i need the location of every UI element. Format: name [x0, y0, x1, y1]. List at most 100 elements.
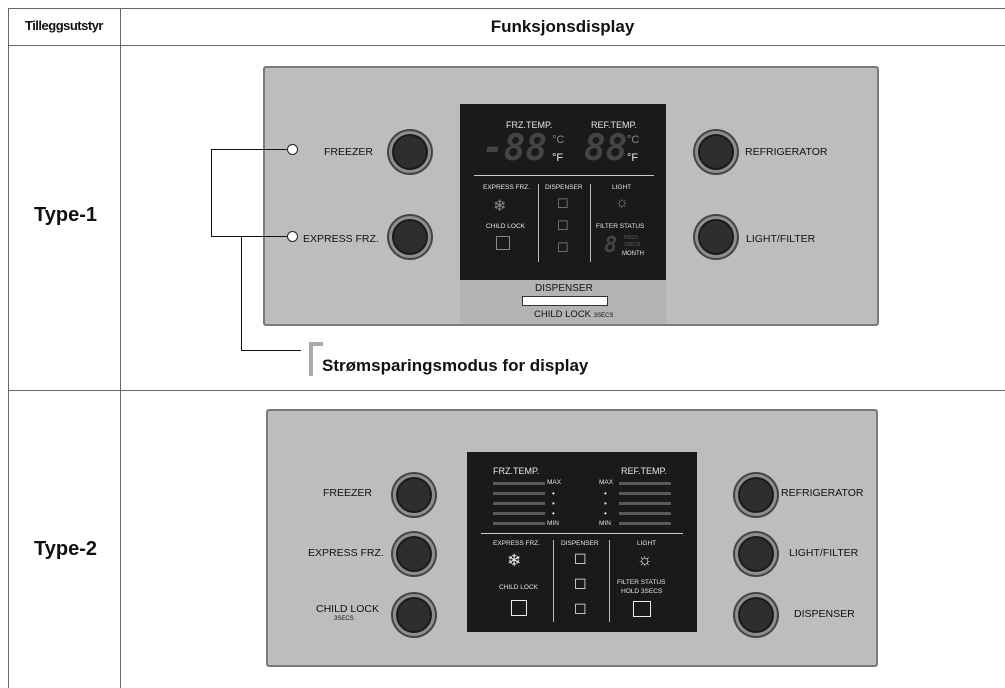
snowflake-icon: ❄	[507, 551, 522, 570]
ref-digits: 88	[584, 128, 628, 169]
frz-min-label: MIN	[547, 520, 559, 527]
express-frz-led	[287, 231, 298, 242]
light-text: LIGHT	[612, 184, 632, 191]
freezer-button-2[interactable]	[393, 474, 435, 516]
callout-line	[211, 149, 287, 150]
table-top-border	[8, 8, 1005, 9]
type2-display-screen: FRZ.TEMP. REF.TEMP. MAX MIN MAX MIN ••• …	[467, 452, 697, 632]
cup-icon: ☐	[557, 240, 569, 255]
express-frz-button[interactable]	[389, 216, 431, 258]
cup-icon: ☐	[574, 576, 587, 592]
hold-text-2: HOLD 3SECS	[621, 588, 663, 595]
child-lock-label-2: CHILD LOCK	[316, 603, 380, 615]
express-frz-button-2[interactable]	[393, 533, 435, 575]
cup-icon: ☐	[574, 601, 587, 617]
filter-digit: 8	[604, 233, 618, 258]
frz-level-bar	[493, 492, 545, 495]
snowflake-icon: ❄	[493, 198, 507, 215]
screen-vdivider	[590, 184, 591, 262]
frz-dots: •••	[552, 489, 555, 518]
child-lock-secs-2: 3SECS	[334, 616, 354, 622]
express-frz-text-2: EXPRESS FRZ.	[493, 540, 540, 547]
callout-bracket	[309, 342, 323, 376]
refrigerator-button[interactable]	[695, 131, 737, 173]
screen-vdivider-2	[553, 540, 554, 622]
light-text-2: LIGHT	[637, 540, 657, 547]
child-lock-text: CHILD LOCK	[486, 223, 526, 230]
ref-level-bar	[619, 522, 671, 525]
dispenser-text-2: DISPENSER	[561, 540, 599, 547]
hold-text: HOLD	[624, 235, 638, 241]
frz-level-bar	[493, 522, 545, 525]
frz-level-bar	[493, 482, 545, 485]
ref-level-bar	[619, 512, 671, 515]
lock-icon	[496, 236, 510, 250]
ref-temp-label: REF.TEMP.	[591, 120, 637, 130]
callout-line	[241, 350, 301, 351]
frz-temp-label: FRZ.TEMP.	[506, 120, 553, 130]
column-divider	[120, 8, 121, 688]
cup-icon: ☐	[574, 551, 587, 567]
filter-status-text: FILTER STATUS	[596, 223, 645, 230]
row-divider	[8, 390, 1005, 391]
header-divider	[8, 45, 1005, 46]
ref-unit-c: °C	[627, 134, 640, 146]
light-filter-label: LIGHT/FILTER	[746, 233, 816, 245]
ref-level-bar	[619, 502, 671, 505]
frz-max-label: MAX	[547, 479, 562, 486]
header-funksjonsdisplay: Funksjonsdisplay	[490, 17, 635, 36]
secs-text: 3SECS	[624, 242, 641, 248]
callout-text: Strømsparingsmodus for display	[322, 356, 589, 375]
dispenser-area-label: DISPENSER	[535, 283, 593, 294]
refrigerator-label-2: REFRIGERATOR	[781, 487, 864, 499]
table-left-border	[8, 8, 9, 688]
screen-vdivider	[538, 184, 539, 262]
cup-icon: ☐	[557, 196, 569, 211]
child-lock-area-secs: 3SECS	[593, 313, 614, 319]
express-frz-label: EXPRESS FRZ.	[303, 233, 379, 245]
month-text: MONTH	[622, 251, 644, 257]
ref-level-bar	[619, 492, 671, 495]
child-lock-area-label: CHILD LOCK 3SECS	[534, 309, 613, 320]
express-frz-label-2: EXPRESS FRZ.	[308, 547, 384, 559]
frz-digits: -88	[482, 128, 548, 169]
lock-icon	[511, 600, 527, 616]
dispenser-text: DISPENSER	[545, 184, 583, 191]
ref-min-label: MIN	[599, 520, 611, 527]
type1-display-screen: FRZ.TEMP. REF.TEMP. -88 88 °C °F °C °F E…	[460, 104, 666, 280]
freezer-label: FREEZER	[324, 146, 374, 158]
ref-max-label: MAX	[599, 479, 614, 486]
bulb-icon: ☼	[615, 194, 629, 211]
refrigerator-button-2[interactable]	[735, 474, 777, 516]
freezer-led	[287, 144, 298, 155]
refrigerator-label: REFRIGERATOR	[745, 146, 828, 158]
freezer-label-2: FREEZER	[323, 487, 373, 499]
callout-line	[211, 236, 287, 237]
light-filter-button-2[interactable]	[735, 533, 777, 575]
freezer-button[interactable]	[389, 131, 431, 173]
ref-dots: •••	[604, 489, 607, 518]
frz-level-bar	[493, 512, 545, 515]
frz-unit-c: °C	[552, 134, 565, 146]
header-tilleggsutstyr: Tilleggsutstyr	[24, 18, 104, 33]
child-lock-button-2[interactable]	[393, 594, 435, 636]
row-label-type2: Type-2	[34, 538, 97, 560]
frz-temp-label-2: FRZ.TEMP.	[493, 466, 540, 476]
dispenser-button[interactable]	[522, 296, 608, 306]
screen-divider-2	[481, 533, 683, 534]
filter-status-text-2: FILTER STATUS	[617, 579, 666, 586]
callout-line	[241, 236, 242, 351]
screen-divider	[474, 175, 654, 176]
ref-unit-f: °F	[627, 152, 639, 164]
row-label-type1: Type-1	[34, 204, 97, 226]
light-filter-label-2: LIGHT/FILTER	[789, 547, 859, 559]
callout-line	[211, 149, 212, 236]
child-lock-area-text: CHILD LOCK	[534, 309, 592, 320]
dispenser-button-2[interactable]	[735, 594, 777, 636]
ref-temp-label-2: REF.TEMP.	[621, 466, 667, 476]
child-lock-text-2: CHILD LOCK	[499, 584, 539, 591]
light-filter-button[interactable]	[695, 216, 737, 258]
cup-icon: ☐	[557, 218, 569, 233]
express-frz-text: EXPRESS FRZ.	[483, 184, 530, 191]
screen-vdivider-2	[609, 540, 610, 622]
